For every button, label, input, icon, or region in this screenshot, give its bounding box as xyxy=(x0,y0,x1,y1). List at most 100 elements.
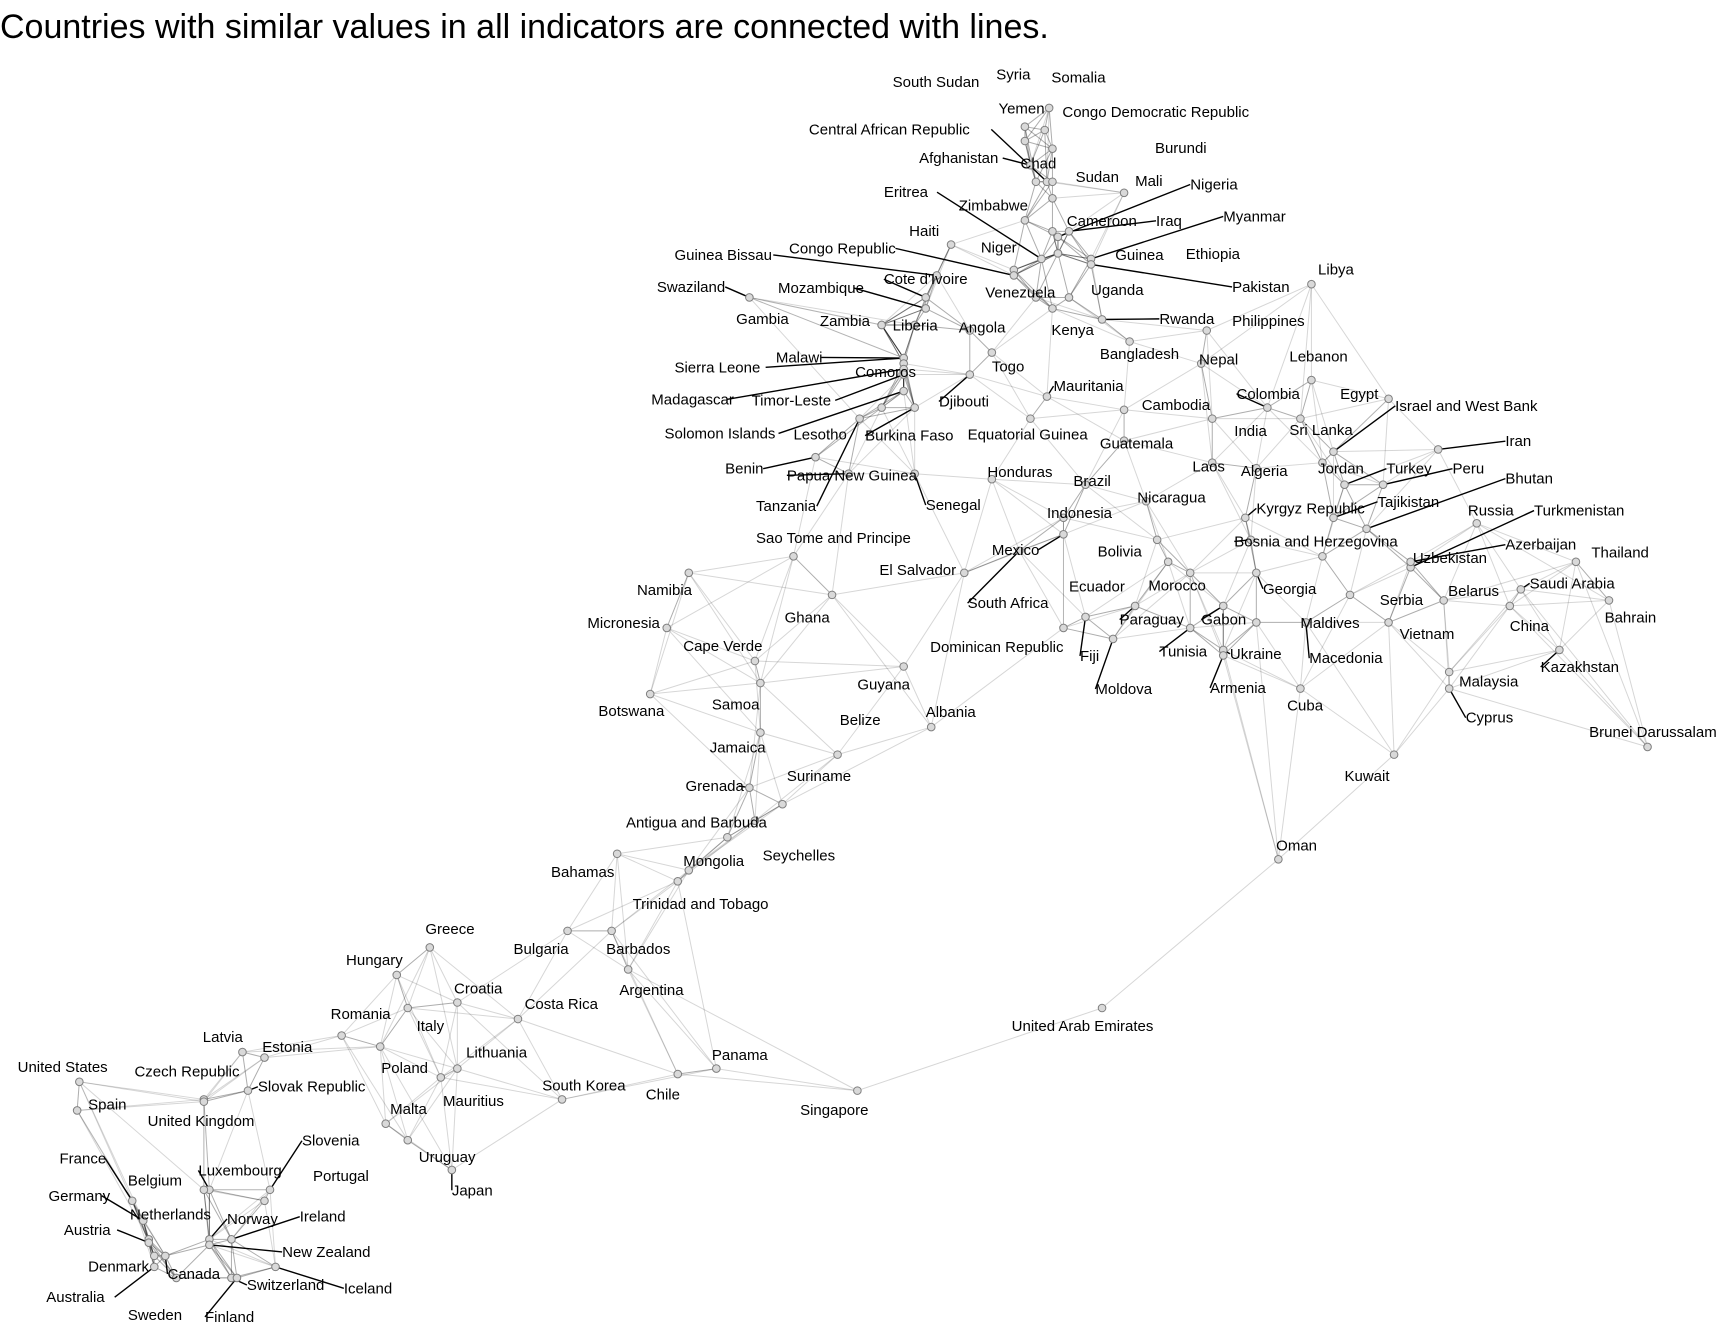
label-cape-verde: Cape Verde xyxy=(683,638,762,655)
node-serbia xyxy=(1345,590,1355,600)
edge xyxy=(165,1238,210,1257)
edge xyxy=(760,732,838,756)
edge xyxy=(1019,550,1086,618)
edge xyxy=(666,572,690,629)
node-bahamas xyxy=(612,849,622,859)
label-cyprus: Cyprus xyxy=(1466,710,1514,727)
edge xyxy=(749,296,904,359)
leader-armenia xyxy=(1209,655,1224,689)
label-south-africa: South Africa xyxy=(968,595,1050,612)
node-egypt xyxy=(1384,394,1393,404)
edge xyxy=(1062,534,1086,618)
edge xyxy=(1255,622,1301,689)
label-zambia: Zambia xyxy=(820,313,871,330)
edge xyxy=(903,368,970,376)
label-oman: Oman xyxy=(1276,837,1317,854)
edge xyxy=(341,974,398,1036)
edge xyxy=(1349,528,1368,596)
edge xyxy=(991,308,1053,353)
leader-cote-d-ivoire xyxy=(883,278,926,299)
edge xyxy=(263,1200,277,1267)
edge xyxy=(1030,396,1048,419)
edge xyxy=(1333,517,1367,530)
edge xyxy=(964,533,1064,574)
label-swaziland: Swaziland xyxy=(657,279,725,296)
node-hungary xyxy=(392,970,402,980)
edge xyxy=(627,870,690,970)
node-thailand xyxy=(1571,557,1581,567)
edge xyxy=(749,296,882,326)
edge xyxy=(1200,363,1213,463)
edge xyxy=(1299,622,1307,689)
leader-nigeria xyxy=(1057,183,1191,238)
node-zimbabwe xyxy=(1020,216,1030,225)
node-ethiopia xyxy=(1053,249,1063,258)
edge xyxy=(1134,539,1158,607)
label-spain: Spain xyxy=(88,1096,126,1113)
edge xyxy=(1063,517,1158,541)
edge xyxy=(964,517,1064,574)
node-australia xyxy=(149,1262,159,1272)
edge xyxy=(759,556,794,684)
label-central-african-republic: Central African Republic xyxy=(809,121,970,138)
edge xyxy=(1046,308,1053,397)
edge xyxy=(1244,517,1257,573)
node-cambodia xyxy=(1119,405,1129,415)
edge xyxy=(1019,517,1064,552)
label-jamaica: Jamaica xyxy=(710,739,767,756)
edge xyxy=(1167,561,1191,629)
leader-central-african-republic xyxy=(990,128,1048,183)
label-south-korea: South Korea xyxy=(542,1078,626,1095)
node-mozambique xyxy=(921,304,931,313)
edge xyxy=(611,880,679,932)
edge xyxy=(264,1035,342,1059)
label-bolivia: Bolivia xyxy=(1098,543,1143,560)
leader-turkey xyxy=(1344,468,1387,486)
node-belarus xyxy=(1439,596,1448,605)
label-south-sudan: South Sudan xyxy=(893,74,980,91)
node-macedonia xyxy=(1301,618,1311,627)
edge xyxy=(203,1057,265,1100)
edge xyxy=(760,682,838,755)
edge xyxy=(379,1046,387,1124)
edge xyxy=(1145,500,1191,574)
node-belize xyxy=(833,750,842,759)
label-saudi-arabia: Saudi Arabia xyxy=(1530,575,1616,592)
edge xyxy=(881,324,905,359)
label-honduras: Honduras xyxy=(987,464,1052,481)
label-chad: Chad xyxy=(1020,156,1056,173)
leader-iraq xyxy=(1068,220,1157,233)
edge xyxy=(1388,599,1444,623)
label-kazakhstan: Kazakhstan xyxy=(1541,659,1619,676)
edge xyxy=(831,594,932,728)
edge xyxy=(1244,468,1257,518)
edge xyxy=(1024,126,1037,182)
edge xyxy=(1222,655,1279,860)
label-ethiopia: Ethiopia xyxy=(1186,246,1241,263)
label-botswana: Botswana xyxy=(598,703,665,720)
edge xyxy=(1509,599,1610,607)
edge xyxy=(407,947,431,1009)
label-congo-republic: Congo Republic xyxy=(789,240,896,257)
edge xyxy=(688,787,750,871)
label-libya: Libya xyxy=(1318,261,1355,278)
edge xyxy=(380,1046,458,1070)
node-japan xyxy=(447,1165,457,1175)
edge xyxy=(203,1099,210,1190)
node-denmark xyxy=(149,1251,159,1261)
edge xyxy=(1322,556,1351,596)
edge xyxy=(1041,236,1059,260)
leader-djibouti xyxy=(938,374,971,403)
edge xyxy=(688,836,728,871)
label-iraq: Iraq xyxy=(1156,213,1182,230)
label-sweden: Sweden xyxy=(128,1307,182,1324)
label-liberia: Liberia xyxy=(893,317,939,334)
edge xyxy=(666,627,756,662)
node-laos xyxy=(1207,458,1217,467)
edge xyxy=(1167,561,1224,607)
edge xyxy=(379,1007,409,1047)
edge xyxy=(903,324,916,359)
label-djibouti: Djibouti xyxy=(939,394,989,411)
edge xyxy=(1013,275,1037,298)
edge xyxy=(1090,258,1103,320)
